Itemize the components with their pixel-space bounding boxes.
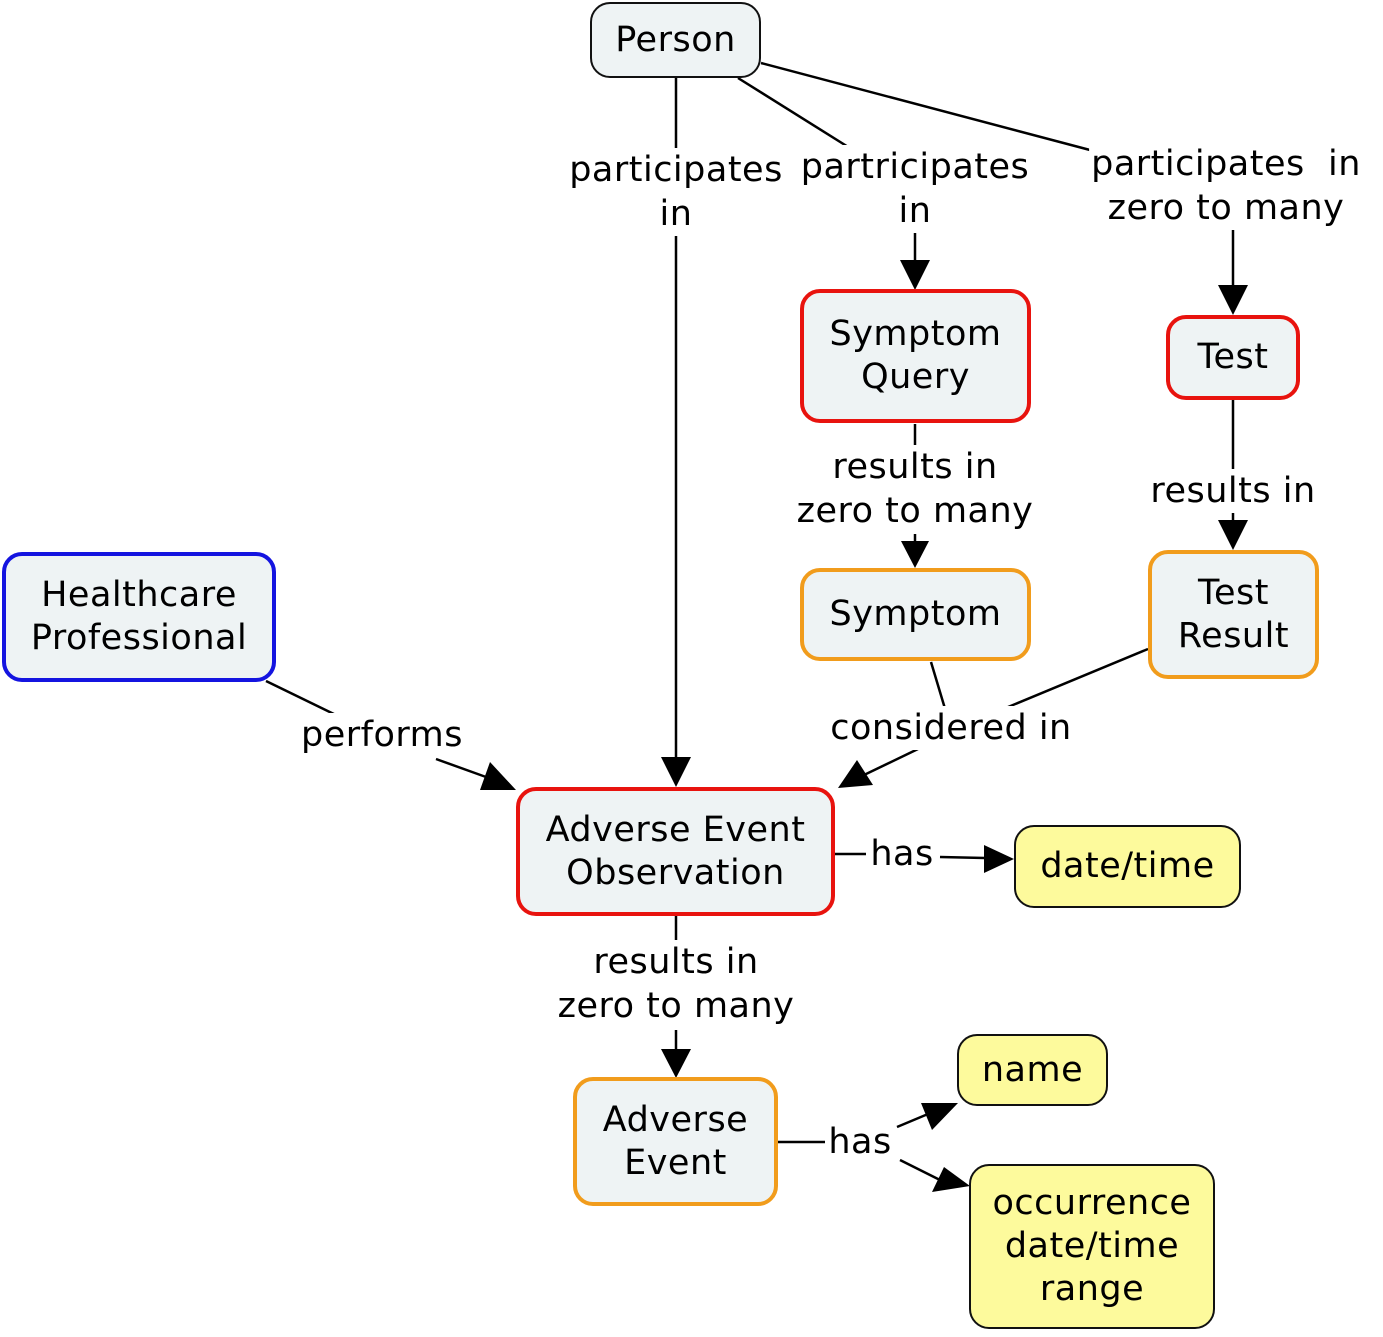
link-label-aeo-results-in-line-2: zero to many xyxy=(557,986,795,1026)
link-label-considered-in-line-1: considered in xyxy=(830,708,1072,748)
node-test-result-line-2: Result xyxy=(1177,615,1290,656)
arrowhead-aeo-ae xyxy=(661,1049,691,1078)
link-label-aeo-has: has xyxy=(868,832,936,876)
node-name[interactable]: name xyxy=(957,1034,1108,1106)
arrowhead-person-aeo xyxy=(661,757,691,787)
connector-has-name xyxy=(896,1112,929,1129)
node-adverse-event-observation-line-1: Adverse Event xyxy=(545,809,806,850)
connector-hp-performs xyxy=(265,679,341,719)
arrowhead-considered-aeo xyxy=(838,760,873,788)
node-healthcare-professional-line-2: Professional xyxy=(30,618,248,658)
link-label-aeo-has-line-1: has xyxy=(870,834,934,874)
link-label-partricipates-in-query-line-2: in xyxy=(898,191,932,231)
link-label-ae-has-line-1: has xyxy=(828,1122,892,1162)
link-label-participates-in-test-line-1: participates in xyxy=(1091,144,1361,184)
node-symptom-line-1: Symptom xyxy=(829,594,1002,634)
node-symptom-query-line-2: Query xyxy=(861,357,970,397)
node-healthcare-professional-line-1: Healthcare xyxy=(41,575,237,615)
node-test-line-1: Test xyxy=(1197,337,1269,377)
arrowhead-person-test xyxy=(1218,285,1248,315)
connector-considered-aeo xyxy=(863,747,919,777)
link-label-query-results-in-line-2: zero to many xyxy=(796,491,1034,531)
node-symptom[interactable]: Symptom xyxy=(800,568,1031,661)
link-label-performs: performs xyxy=(299,713,465,757)
arrowhead-has-name xyxy=(921,1103,958,1130)
arrowhead-person-query xyxy=(900,260,930,290)
arrowhead-test-result xyxy=(1218,520,1248,550)
connector-performs-aeo xyxy=(435,757,487,779)
node-person[interactable]: Person xyxy=(590,2,761,78)
link-label-performs-line-1: performs xyxy=(301,715,463,755)
arrowhead-has-occurrence xyxy=(932,1167,970,1192)
node-test-result-line-1: Test xyxy=(1198,572,1269,613)
link-label-test-results-in-line-1: results in xyxy=(1150,471,1316,511)
arrowhead-has-datetime xyxy=(984,845,1014,873)
node-occurrence-date-time-range-line-2: date/time xyxy=(1004,1226,1180,1266)
connector-has-datetime xyxy=(939,855,986,860)
node-occurrence-date-time-range-line-3: range xyxy=(1039,1269,1145,1309)
node-adverse-event-line-1: Adverse xyxy=(602,1099,749,1140)
connector-has-occurrence xyxy=(899,1158,941,1182)
node-symptom-query-line-1: Symptom xyxy=(829,314,1002,354)
node-date-time[interactable]: date/time xyxy=(1014,825,1241,908)
link-label-considered-in: considered in xyxy=(828,706,1074,750)
link-label-query-results-in-line-1: results in xyxy=(832,447,998,487)
arrowhead-query-symptom xyxy=(901,541,929,568)
link-label-aeo-results-in-line-1: results in xyxy=(593,942,759,982)
node-person-line-1: Person xyxy=(615,19,736,60)
node-occurrence-date-time-range-line-1: occurrence xyxy=(992,1183,1192,1223)
link-label-ae-has: has xyxy=(826,1120,894,1164)
link-label-test-results-in: results in xyxy=(1148,469,1318,513)
node-date-time-line-1: date/time xyxy=(1040,846,1215,886)
node-adverse-event-observation-line-2: Observation xyxy=(566,852,785,893)
connector-symptom-considered xyxy=(929,661,948,713)
arrowhead-performs-aeo xyxy=(480,762,516,790)
link-label-participates-in-aeo-line-1: participates xyxy=(569,150,783,190)
node-test[interactable]: Test xyxy=(1166,315,1300,400)
connector-person-test-top xyxy=(760,61,1091,152)
node-name-line-1: name xyxy=(981,1049,1084,1090)
connector-person-query-top xyxy=(737,76,854,152)
connector-testresult-considered xyxy=(995,647,1149,714)
link-label-partricipates-in-query-line-1: partricipates xyxy=(800,147,1030,187)
link-label-participates-in-test-line-2: zero to many xyxy=(1107,188,1345,228)
node-adverse-event-line-2: Event xyxy=(624,1142,727,1183)
link-label-participates-in-aeo-line-2: in xyxy=(659,194,693,234)
